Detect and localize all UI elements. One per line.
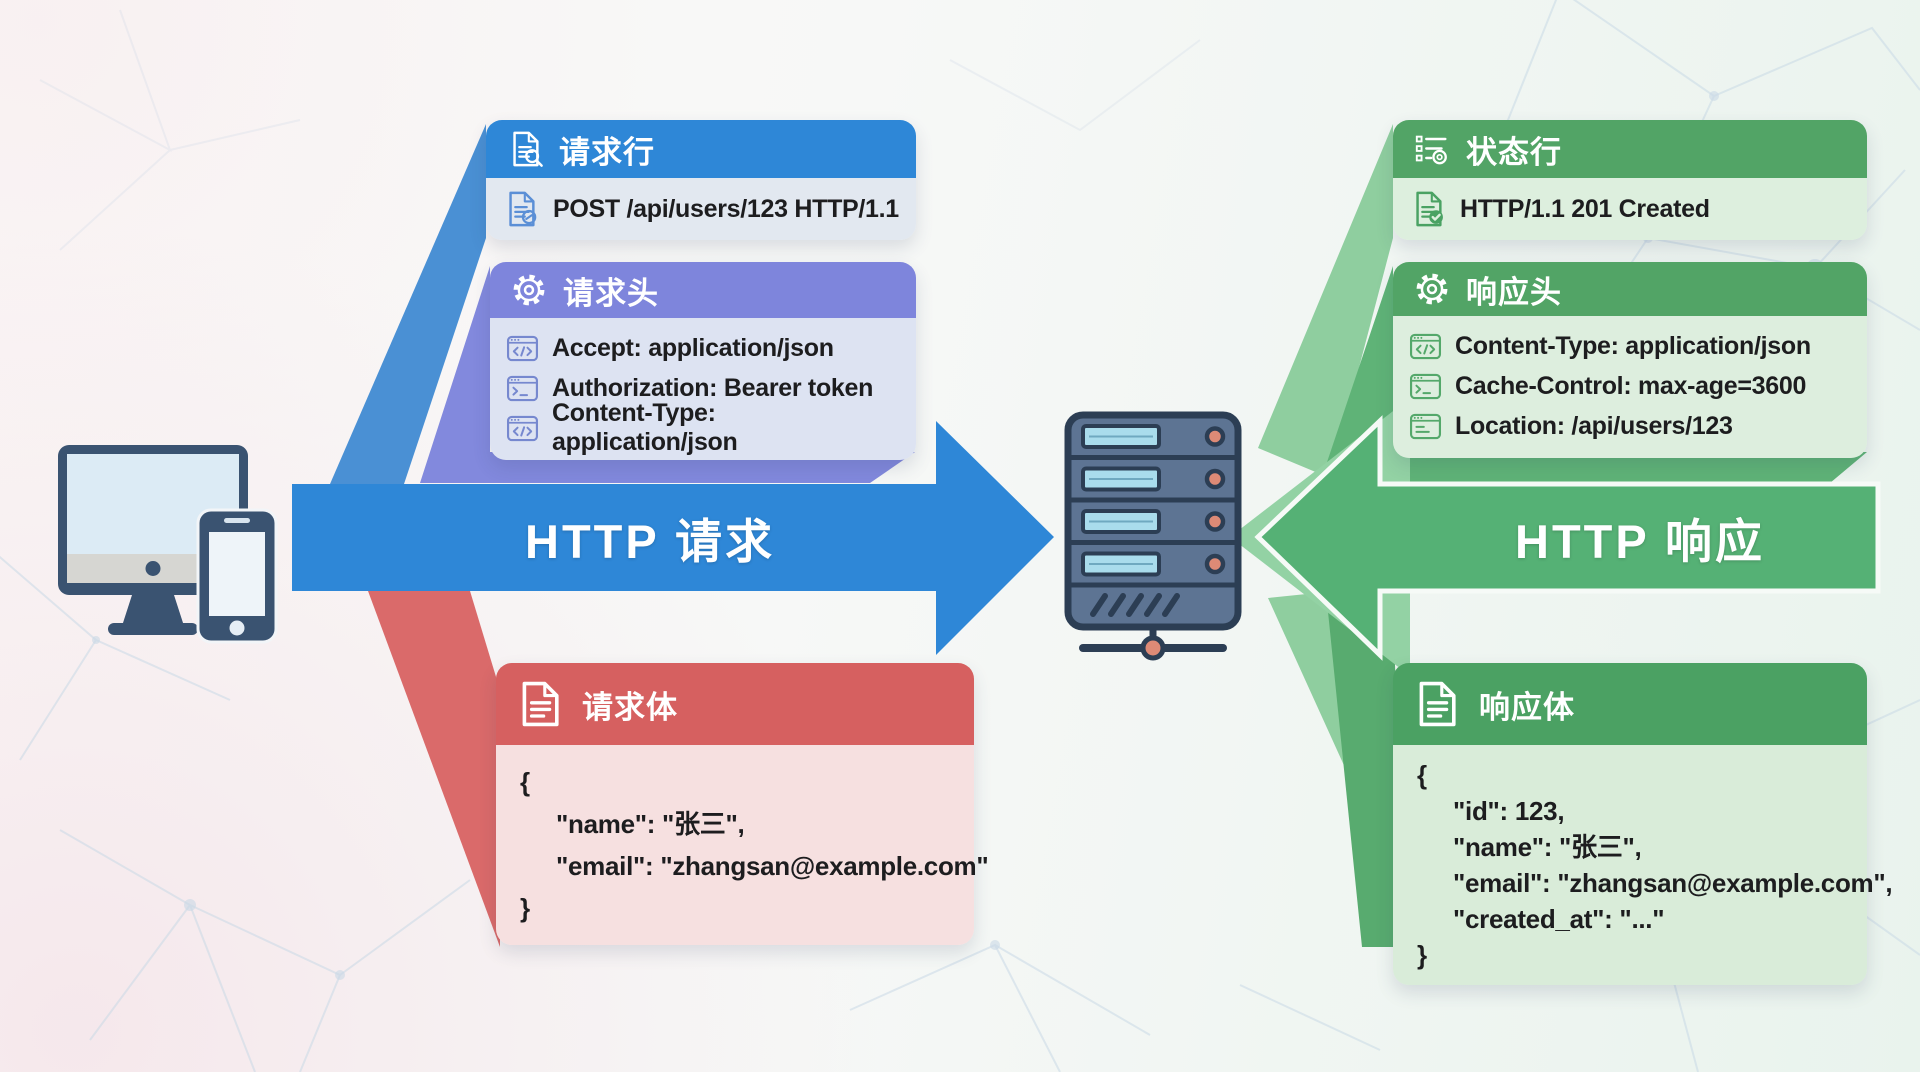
status-line-header: 状态行 <box>1393 120 1867 178</box>
json-line: "name": "张三", <box>1453 832 1642 862</box>
status-line-title: 状态行 <box>1466 134 1562 170</box>
json-line: } <box>1417 940 1427 970</box>
document-edit-icon <box>502 190 540 228</box>
request-headers-title: 请求头 <box>563 275 659 311</box>
document-search-icon <box>506 130 544 168</box>
request-headers-body: Accept: application/json Authorization: … <box>490 318 916 460</box>
json-line: { <box>1417 760 1427 790</box>
window-code-icon <box>1409 330 1442 363</box>
request-headers-connector <box>420 266 915 483</box>
gear-icon <box>510 271 548 309</box>
status-line-text: HTTP/1.1 201 Created <box>1460 194 1710 223</box>
request-line-title: 请求行 <box>559 134 655 170</box>
json-line: "id": 123, <box>1453 796 1565 826</box>
response-header-row: Cache-Control: max-age=3600 <box>1393 366 1867 406</box>
request-headers-header: 请求头 <box>490 262 916 318</box>
response-arrow-label-text: HTTP 响应 <box>1515 515 1765 568</box>
status-line-card: 状态行 HTTP/1.1 201 Created <box>1393 120 1867 240</box>
request-header-text: Accept: application/json <box>552 333 834 362</box>
gear-icon <box>1413 270 1451 308</box>
request-line-card: 请求行 POST /api/users/123 HTTP/1.1 <box>486 120 916 240</box>
request-body-title: 请求体 <box>582 689 678 725</box>
response-headers-header: 响应头 <box>1393 262 1867 316</box>
response-header-text: Cache-Control: max-age=3600 <box>1455 371 1807 400</box>
request-arrow-label: HTTP 请求 <box>330 484 970 591</box>
request-body-header: 请求体 <box>496 663 974 745</box>
document-icon <box>1413 680 1461 728</box>
response-header-row: Content-Type: application/json <box>1393 326 1867 366</box>
window-code-icon <box>506 412 539 445</box>
request-body-connector <box>368 591 500 947</box>
json-line: { <box>520 767 530 797</box>
response-header-text: Content-Type: application/json <box>1455 331 1811 360</box>
window-code-icon <box>506 332 539 365</box>
smartphone-icon <box>196 508 278 644</box>
json-line: "email": "zhangsan@example.com", <box>1453 868 1893 898</box>
response-body-header: 响应体 <box>1393 663 1867 745</box>
request-line-text: POST /api/users/123 HTTP/1.1 <box>553 194 899 223</box>
request-line-body: POST /api/users/123 HTTP/1.1 <box>486 178 916 240</box>
client-devices <box>58 445 278 644</box>
json-line: "email": "zhangsan@example.com" <box>556 851 989 881</box>
window-terminal-icon <box>506 372 539 405</box>
request-line-connector <box>330 124 486 484</box>
server-bays <box>1081 424 1226 577</box>
checklist-icon <box>1413 130 1451 168</box>
status-line-row: HTTP/1.1 201 Created <box>1393 190 1726 228</box>
server-vents <box>1090 593 1180 617</box>
request-header-text: Content-Type: application/json <box>552 399 738 456</box>
document-icon <box>516 680 564 728</box>
status-line-body: HTTP/1.1 201 Created <box>1393 178 1867 240</box>
response-header-text: Location: /api/users/123 <box>1455 411 1733 440</box>
response-header-row: Location: /api/users/123 <box>1393 406 1867 446</box>
json-line: "created_at": "..." <box>1453 904 1665 934</box>
response-headers-card: 响应头 Content-Type: application/json Cache… <box>1393 262 1867 458</box>
response-headers-body: Content-Type: application/json Cache-Con… <box>1393 316 1867 458</box>
response-headers-title: 响应头 <box>1466 274 1562 310</box>
http-request-arrow <box>292 421 1054 655</box>
json-line: } <box>520 893 530 923</box>
request-header-row: Content-Type: application/json <box>490 399 916 456</box>
request-line-header: 请求行 <box>486 120 916 178</box>
request-header-row: Authorization: Bearer token <box>490 368 916 408</box>
request-headers-card: 请求头 Accept: application/json Authorizati… <box>490 262 916 460</box>
request-body-json: { "name": "张三", "email": "zhangsan@examp… <box>496 745 989 945</box>
window-terminal-icon <box>1409 370 1442 403</box>
http-response-arrow <box>1254 415 1881 661</box>
server-network-link <box>1079 627 1227 661</box>
document-check-icon <box>1409 190 1447 228</box>
server-icon <box>1064 411 1242 661</box>
request-header-row: Accept: application/json <box>490 328 916 368</box>
status-line-connector <box>1258 124 1393 478</box>
response-body-json: { "id": 123, "name": "张三", "email": "zha… <box>1393 745 1893 985</box>
request-header-text: Authorization: Bearer token <box>552 373 874 402</box>
response-arrow-label: HTTP 响应 <box>1415 484 1865 591</box>
request-arrow-label-text: HTTP 请求 <box>525 515 775 568</box>
response-body-connector <box>1326 591 1396 947</box>
json-line: "name": "张三", <box>556 809 745 839</box>
request-body-card: 请求体 { "name": "张三", "email": "zhangsan@e… <box>496 663 989 945</box>
response-body-title: 响应体 <box>1479 689 1575 725</box>
window-lines-icon <box>1409 410 1442 443</box>
request-line-row: POST /api/users/123 HTTP/1.1 <box>486 190 915 228</box>
response-body-card: 响应体 { "id": 123, "name": "张三", "email": … <box>1393 663 1893 985</box>
